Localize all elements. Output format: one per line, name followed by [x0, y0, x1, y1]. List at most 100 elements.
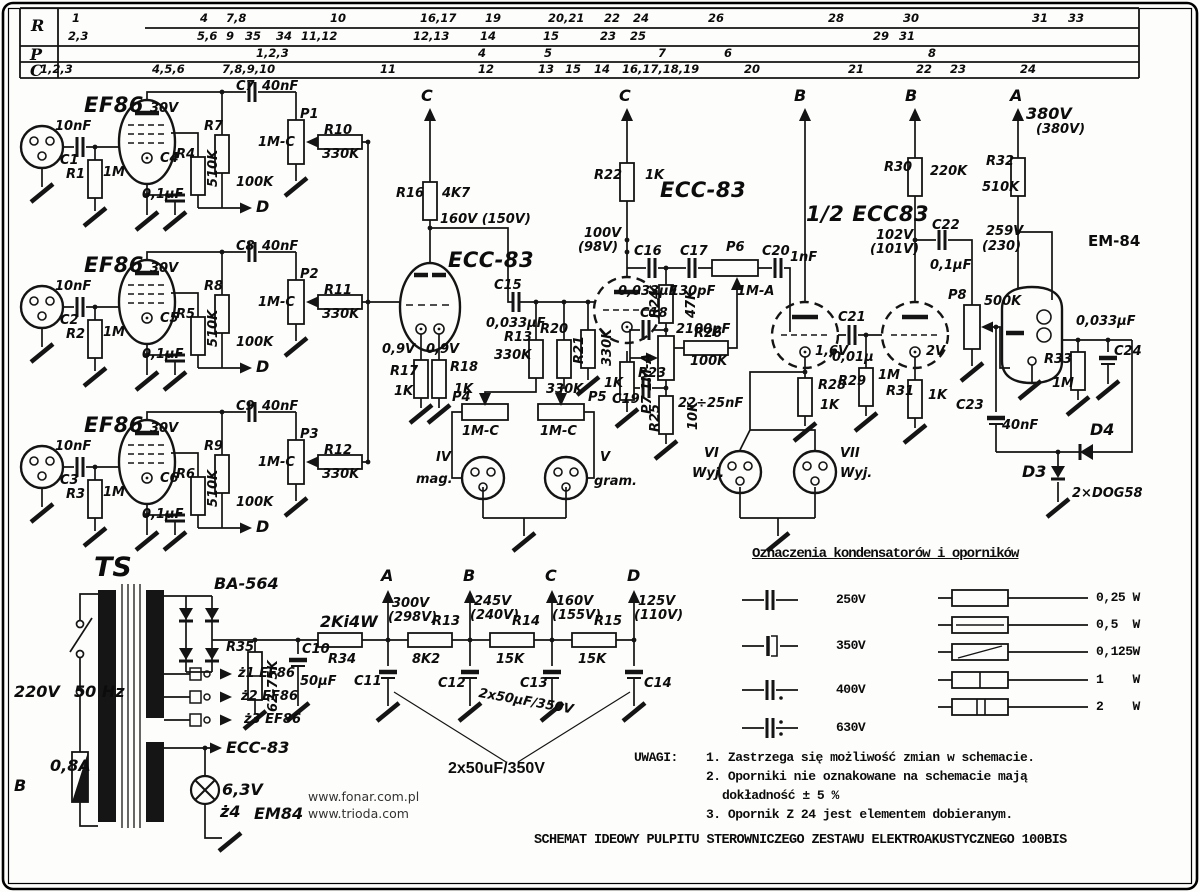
lbl-c8: C8 — [236, 239, 255, 254]
lbl-29: 29 — [873, 29, 890, 43]
lbl-1-ef86: ż1 EF86 — [238, 666, 295, 681]
lbl-1m-c: 1M-C — [258, 135, 295, 150]
legend-res-025w: 0,25 W — [1096, 590, 1140, 605]
note-line-3: dokładność ± 5 % — [722, 788, 839, 803]
lbl-r17: R17 — [390, 364, 419, 379]
lbl-1-2-3: 1,2,3 — [40, 62, 73, 76]
lbl-ba-564: BA-564 — [214, 574, 279, 593]
lbl-r10: R10 — [324, 123, 353, 138]
lbl-510k: 510K — [982, 180, 1020, 195]
lbl-0-9v: 0,9V — [426, 342, 460, 357]
lbl-vi: VI — [704, 446, 719, 461]
lbl-r35: R35 — [226, 640, 255, 655]
lbl-1k: 1K — [928, 388, 948, 403]
lbl-c3: C3 — [60, 473, 79, 488]
lbl-21: 21 — [848, 62, 865, 76]
lbl-r12: R12 — [324, 443, 353, 458]
lbl-26: 26 — [708, 11, 725, 25]
lbl-4: 4 — [478, 46, 487, 60]
lbl-ts: TS — [94, 552, 132, 583]
lbl-c21: C21 — [838, 310, 866, 325]
lbl-2v: 2V — [926, 344, 946, 359]
lbl-r32: R32 — [986, 154, 1015, 169]
lbl-1m: 1M — [1052, 376, 1074, 391]
lbl-500k: 500K — [984, 294, 1022, 309]
lbl-155v: (155V) — [552, 608, 602, 623]
lbl-10nf: 10nF — [55, 119, 92, 134]
lbl-24: 24 — [633, 11, 650, 25]
lbl-iv: IV — [436, 450, 451, 465]
lbl-15k: 15K — [578, 652, 607, 667]
lbl-380v: (380V) — [1036, 122, 1086, 137]
lbl-5-6: 5,6 — [197, 29, 218, 43]
lbl-p5: P5 — [588, 390, 607, 405]
lbl-98v: (98V) — [578, 240, 619, 255]
legend-cap-250v: 250V — [836, 592, 866, 607]
lbl-ef86: EF86 — [84, 413, 144, 437]
lbl-r: R — [31, 16, 45, 35]
lbl-1m: 1M — [103, 165, 125, 180]
lbl-1-2-3: 1,2,3 — [256, 46, 289, 60]
lbl-r4: R4 — [176, 147, 196, 162]
lbl-298v: (298V) — [388, 610, 438, 625]
lbl-p8: P8 — [948, 288, 967, 303]
lbl-220v: 220V — [14, 682, 60, 701]
lbl-1m: 1M — [103, 325, 125, 340]
lbl-d3: D3 — [1022, 462, 1047, 481]
lbl-a: A — [1010, 86, 1023, 105]
lbl-1m-c: 1M-C — [462, 424, 499, 439]
lbl-c17: C17 — [680, 244, 708, 259]
lbl-6-3v: 6,3V — [222, 780, 263, 799]
lbl-102v: 102V — [876, 228, 914, 243]
lbl-40nf: 40nF — [262, 79, 299, 94]
lbl-10k: 10K — [686, 401, 701, 430]
lbl-4-5-6: 4,5,6 — [152, 62, 185, 76]
lbl-b: B — [905, 86, 918, 105]
lbl-0-01: 0,01µ — [832, 350, 874, 365]
note-line-1: 1. Zastrzega się możliwość zmian w schem… — [706, 750, 1035, 765]
website-fonar: www.fonar.com.pl — [308, 789, 420, 804]
lbl-d: D — [256, 517, 270, 536]
lbl-r14: R14 — [512, 614, 541, 629]
lbl-13: 13 — [538, 62, 555, 76]
lbl-24: 24 — [1020, 62, 1037, 76]
lbl-1m-c: 1M-C — [258, 455, 295, 470]
lbl-35: 35 — [245, 29, 262, 43]
legend-cap-400v: 400V — [836, 682, 866, 697]
lbl-220k: 220K — [930, 164, 968, 179]
lbl-c4: C4 — [160, 151, 179, 166]
lbl-ef86: EF86 — [84, 93, 144, 117]
lbl-0-1-f: 0,1µF — [142, 347, 184, 362]
lbl-p1: P1 — [300, 107, 319, 122]
lbl-r34: R34 — [328, 652, 357, 667]
lbl-c13: C13 — [520, 676, 548, 691]
lbl-c22: C22 — [932, 218, 960, 233]
lbl-14: 14 — [480, 29, 497, 43]
lbl-2-3: 2,3 — [68, 29, 89, 43]
lbl-ecc-83: ECC-83 — [660, 178, 747, 202]
lbl-100k: 100K — [236, 335, 274, 350]
lbl-7: 7 — [658, 46, 667, 60]
legend-res-2w: 2 W — [1096, 699, 1140, 714]
lbl-p: P — [30, 45, 43, 64]
lbl-p3: P3 — [300, 427, 319, 442]
lbl-c20: C20 — [762, 244, 790, 259]
lbl-r30: R30 — [884, 160, 913, 175]
lbl-c23: C23 — [956, 398, 984, 413]
mixing-bus — [365, 139, 400, 465]
lbl-c16: C16 — [634, 244, 662, 259]
power-supply — [69, 584, 645, 851]
lbl-p2: P2 — [300, 267, 319, 282]
lbl-c18: C18 — [640, 306, 668, 321]
lbl-r8: R8 — [204, 279, 224, 294]
lbl-c11: C11 — [354, 674, 382, 689]
em84-indicator — [1002, 108, 1132, 415]
lbl-31: 31 — [899, 29, 916, 43]
lbl-1m: 1M — [103, 485, 125, 500]
lbl-r22: R22 — [594, 168, 623, 183]
lbl-1k: 1K — [820, 398, 840, 413]
lbl-23: 23 — [600, 29, 617, 43]
lbl-16-17: 16,17 — [420, 11, 457, 25]
lbl-c10: C10 — [302, 642, 330, 657]
lbl-r6: R6 — [176, 467, 196, 482]
